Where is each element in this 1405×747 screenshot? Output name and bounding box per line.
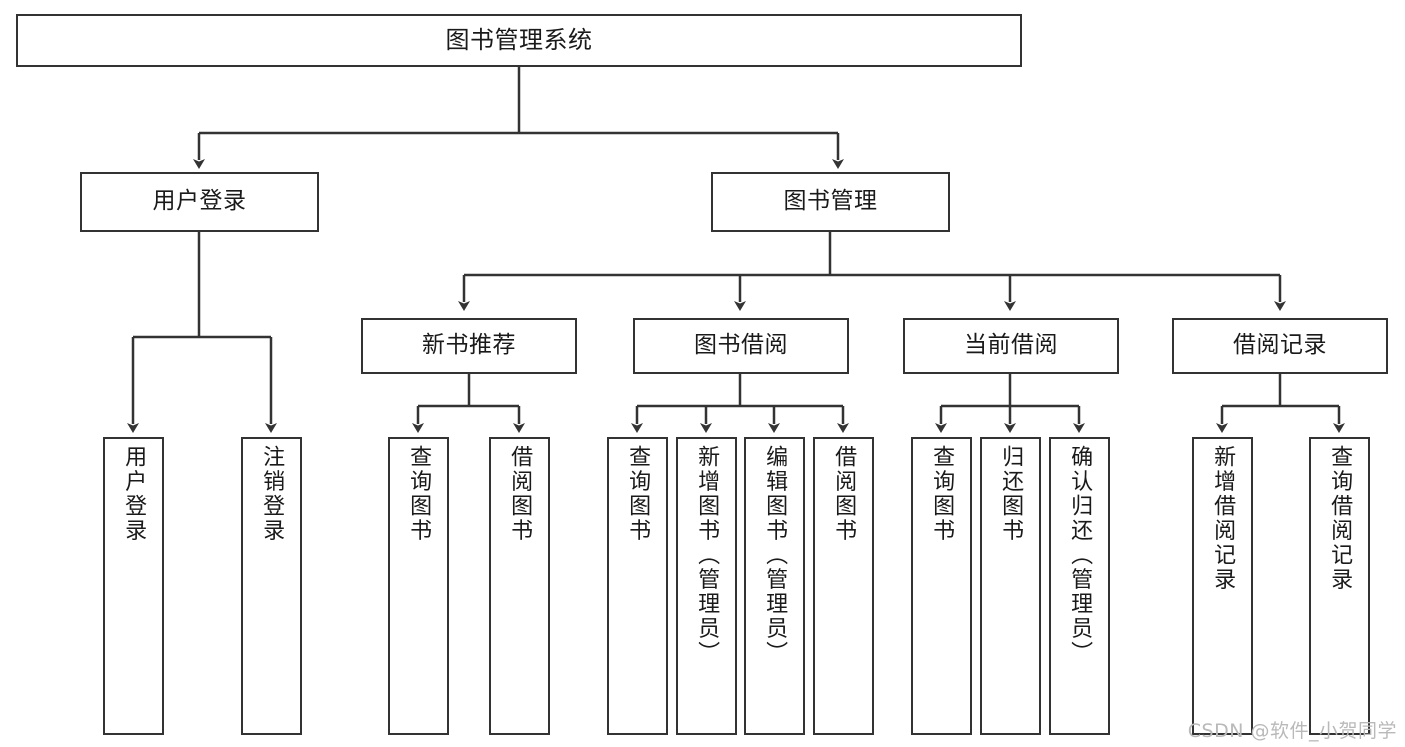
- node-root-book-management-system[interactable]: 图书管理系统: [16, 14, 1022, 67]
- node-leaf-borrow-book[interactable]: 借阅图书: [813, 437, 874, 735]
- node-new-book-recommend[interactable]: 新书推荐: [361, 318, 577, 374]
- node-leaf-confirm-return[interactable]: 确认归还（管理员）: [1049, 437, 1110, 735]
- node-leaf-add-borrow-record[interactable]: 新增借阅记录: [1192, 437, 1253, 735]
- node-label: 新增图书（管理员）: [694, 445, 720, 666]
- node-borrow-record[interactable]: 借阅记录: [1172, 318, 1388, 374]
- node-label: 借阅图书: [507, 445, 533, 543]
- node-label: 用户登录: [121, 445, 147, 543]
- node-label: 确认归还（管理员）: [1067, 445, 1093, 666]
- node-book-management[interactable]: 图书管理: [711, 172, 950, 232]
- node-leaf-query-book-current[interactable]: 查询图书: [911, 437, 972, 735]
- node-book-borrow[interactable]: 图书借阅: [633, 318, 849, 374]
- node-leaf-logout-login[interactable]: 注销登录: [241, 437, 302, 735]
- node-label: 查询借阅记录: [1327, 445, 1353, 592]
- node-user-login[interactable]: 用户登录: [80, 172, 319, 232]
- csdn-watermark: CSDN @软件_小贺同学: [1187, 720, 1397, 742]
- node-leaf-return-book[interactable]: 归还图书: [980, 437, 1041, 735]
- node-label: 查询图书: [625, 445, 651, 543]
- node-label: 查询图书: [406, 445, 432, 543]
- node-label: 借阅图书: [831, 445, 857, 543]
- node-leaf-query-book-borrow[interactable]: 查询图书: [607, 437, 668, 735]
- node-label: 归还图书: [998, 445, 1024, 543]
- node-label: 查询图书: [929, 445, 955, 543]
- node-label: 编辑图书（管理员）: [762, 445, 788, 666]
- node-label: 图书管理: [783, 188, 878, 215]
- node-leaf-borrow-book-recommend[interactable]: 借阅图书: [489, 437, 550, 735]
- node-label: 注销登录: [259, 445, 285, 543]
- node-label: 图书借阅: [694, 332, 788, 359]
- node-label: 借阅记录: [1233, 332, 1327, 359]
- node-label: 用户登录: [152, 188, 247, 215]
- node-leaf-user-login[interactable]: 用户登录: [103, 437, 164, 735]
- node-label: 图书管理系统: [445, 26, 593, 55]
- node-label: 当前借阅: [964, 332, 1058, 359]
- node-leaf-query-book-recommend[interactable]: 查询图书: [388, 437, 449, 735]
- node-leaf-edit-book[interactable]: 编辑图书（管理员）: [744, 437, 805, 735]
- node-label: 新增借阅记录: [1210, 445, 1236, 592]
- node-leaf-add-book[interactable]: 新增图书（管理员）: [676, 437, 737, 735]
- node-label: 新书推荐: [422, 332, 516, 359]
- node-current-borrow[interactable]: 当前借阅: [903, 318, 1119, 374]
- node-leaf-query-borrow-record[interactable]: 查询借阅记录: [1309, 437, 1370, 735]
